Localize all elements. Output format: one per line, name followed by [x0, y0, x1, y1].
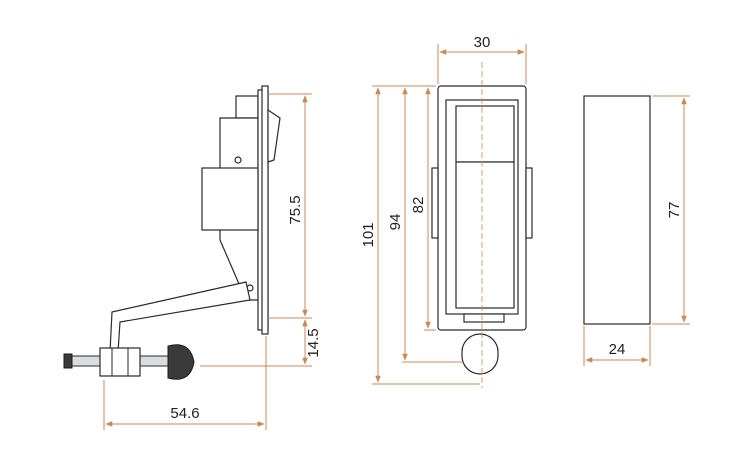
front-handle: [455, 161, 515, 309]
dim-side-height: 75.5: [287, 195, 304, 224]
dim-front-82: 82: [410, 197, 427, 214]
side-arm: [109, 281, 251, 353]
side-top-tab: [235, 95, 259, 119]
side-knob: [167, 344, 195, 380]
side-view: [63, 85, 281, 380]
dim-end-height: 77: [666, 202, 683, 219]
dim-side-width: 54.6: [170, 405, 199, 422]
side-flange-edge: [261, 85, 269, 335]
front-dimensions: 30 101 94 82: [360, 34, 527, 385]
dim-front-101: 101: [360, 222, 377, 247]
dim-end-width: 24: [609, 341, 626, 358]
front-bottom-slot: [463, 313, 505, 323]
end-view: [583, 95, 651, 325]
dim-front-94: 94: [387, 214, 404, 231]
side-trigger: [267, 108, 281, 163]
front-trigger: [455, 105, 515, 163]
side-rod-tip: [63, 353, 73, 369]
end-dimensions: 77 24: [583, 95, 690, 366]
front-cylinder: [461, 333, 499, 375]
side-collar: [201, 167, 259, 231]
front-side-lug-right: [525, 167, 533, 239]
dim-front-width: 30: [474, 34, 491, 51]
dim-side-offset: 14.5: [305, 328, 322, 357]
side-nut: [99, 347, 141, 377]
front-side-lug-left: [431, 167, 439, 239]
side-hole-top: [234, 156, 242, 164]
front-view: [431, 62, 533, 388]
side-dimensions: 75.5 14.5 54.6: [103, 93, 322, 430]
end-block: [583, 95, 651, 325]
